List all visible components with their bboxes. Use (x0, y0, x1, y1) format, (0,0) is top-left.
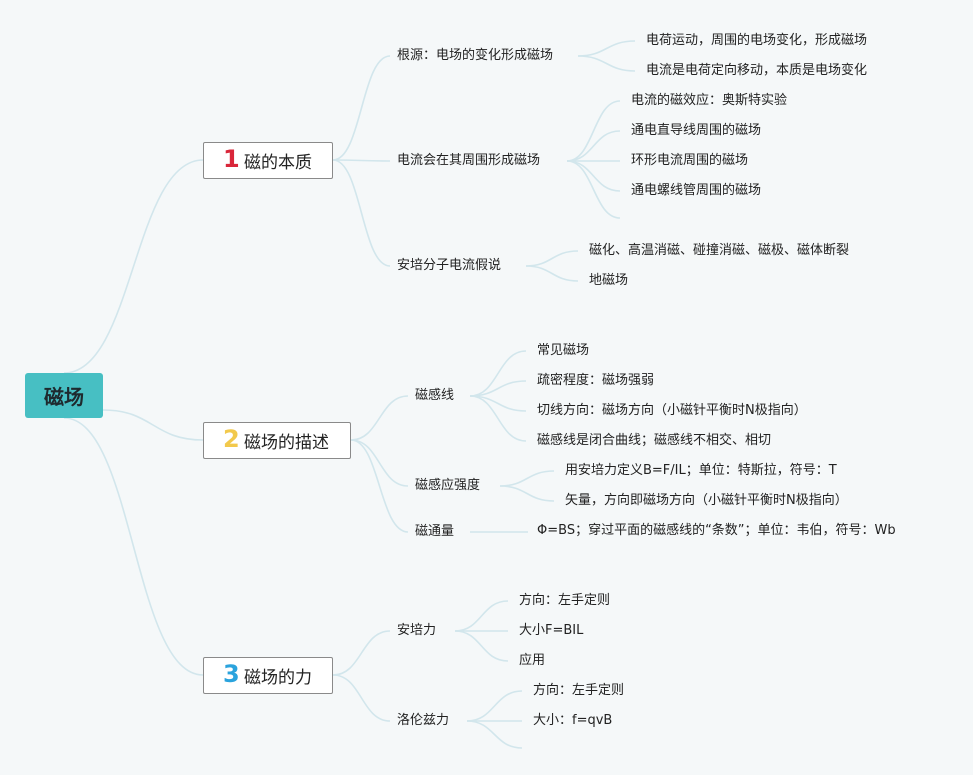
branch-current-field[interactable]: 电流会在其周围形成磁场 (397, 153, 541, 168)
leaf-node[interactable]: 切线方向：磁场方向（小磁针平衡时N极指向） (537, 403, 807, 418)
leaf-node[interactable]: 方向：左手定则 (533, 683, 625, 698)
topic-1[interactable]: 1 磁的本质 (203, 142, 333, 179)
number-3-badge: 3 (223, 660, 240, 688)
leaf-node[interactable]: 电流的磁效应：奥斯特实验 (631, 93, 788, 108)
leaf-node[interactable]: 通电直导线周围的磁场 (631, 123, 762, 138)
leaf-node[interactable]: 矢量，方向即磁场方向（小磁针平衡时N极指向） (565, 493, 848, 508)
connector-line (332, 630, 391, 676)
branch-ampere-force[interactable]: 安培力 (397, 623, 437, 638)
connector-line (566, 100, 621, 162)
connector-line (469, 350, 527, 397)
leaf-node[interactable]: 应用 (519, 653, 546, 668)
connector-line (577, 40, 636, 57)
connector-line (525, 265, 579, 282)
leaf-node[interactable]: 大小：f=qvB (533, 713, 613, 728)
connector-line (350, 439, 409, 533)
root-node[interactable]: 磁场 (25, 373, 103, 418)
connector-line (566, 160, 621, 192)
leaf-node[interactable]: 磁感线是闭合曲线；磁感线不相交、相切 (537, 433, 772, 448)
topic-label: 磁的本质 (244, 153, 312, 173)
branch-field-lines[interactable]: 磁感线 (415, 388, 455, 403)
connector-line (63, 417, 204, 676)
leaf-node[interactable]: 电流是电荷定向移动，本质是电场变化 (646, 63, 868, 78)
number-1-badge: 1 (223, 145, 240, 173)
leaf-node[interactable]: 电荷运动，周围的电场变化，形成磁场 (646, 33, 868, 48)
leaf-node[interactable]: 地磁场 (589, 273, 629, 288)
leaf-node[interactable]: 常见磁场 (537, 343, 590, 358)
connector-line (499, 470, 555, 487)
topic-2[interactable]: 2 磁场的描述 (203, 422, 351, 459)
connector-line (332, 55, 391, 161)
topic-label: 磁场的力 (244, 668, 312, 688)
leaf-node[interactable]: 磁化、高温消磁、碰撞消磁、磁极、磁体断裂 (589, 243, 850, 258)
leaf-node[interactable]: 疏密程度：磁场强弱 (537, 373, 655, 388)
connector-line (332, 674, 391, 722)
connector-line (454, 600, 509, 632)
connector-line (102, 409, 204, 441)
branch-root-cause[interactable]: 根源：电场的变化形成磁场 (397, 48, 554, 63)
connector-line (454, 630, 509, 662)
branch-ampere-hypothesis[interactable]: 安培分子电流假说 (397, 258, 502, 273)
connector-line (63, 159, 204, 374)
connector-line (577, 55, 636, 72)
leaf-node[interactable]: 环形电流周围的磁场 (631, 153, 749, 168)
leaf-node[interactable]: 用安培力定义B=F/IL；单位：特斯拉，符号：T (565, 463, 837, 478)
connector-line (332, 159, 391, 162)
connector-line (525, 250, 579, 267)
topic-3[interactable]: 3 磁场的力 (203, 657, 333, 694)
connector-line (332, 159, 391, 267)
connector-line (350, 395, 409, 441)
connector-line (499, 485, 555, 502)
connector-line (466, 720, 523, 749)
number-2-badge: 2 (223, 425, 240, 453)
branch-lorentz-force[interactable]: 洛伦兹力 (397, 713, 450, 728)
connector-line (466, 690, 523, 722)
leaf-node[interactable]: 通电螺线管周围的磁场 (631, 183, 762, 198)
connector-line (566, 130, 621, 162)
connector-line (350, 439, 409, 487)
leaf-node[interactable]: 方向：左手定则 (519, 593, 611, 608)
leaf-node[interactable]: 大小F=BIL (519, 623, 584, 638)
leaf-node[interactable]: Φ=BS；穿过平面的磁感线的“条数”；单位：韦伯，符号：Wb (537, 523, 896, 538)
branch-magnetic-flux[interactable]: 磁通量 (415, 524, 455, 539)
connector-line (566, 160, 621, 219)
connector-line (469, 395, 527, 442)
topic-label: 磁场的描述 (244, 433, 329, 453)
branch-flux-density[interactable]: 磁感应强度 (415, 478, 481, 493)
